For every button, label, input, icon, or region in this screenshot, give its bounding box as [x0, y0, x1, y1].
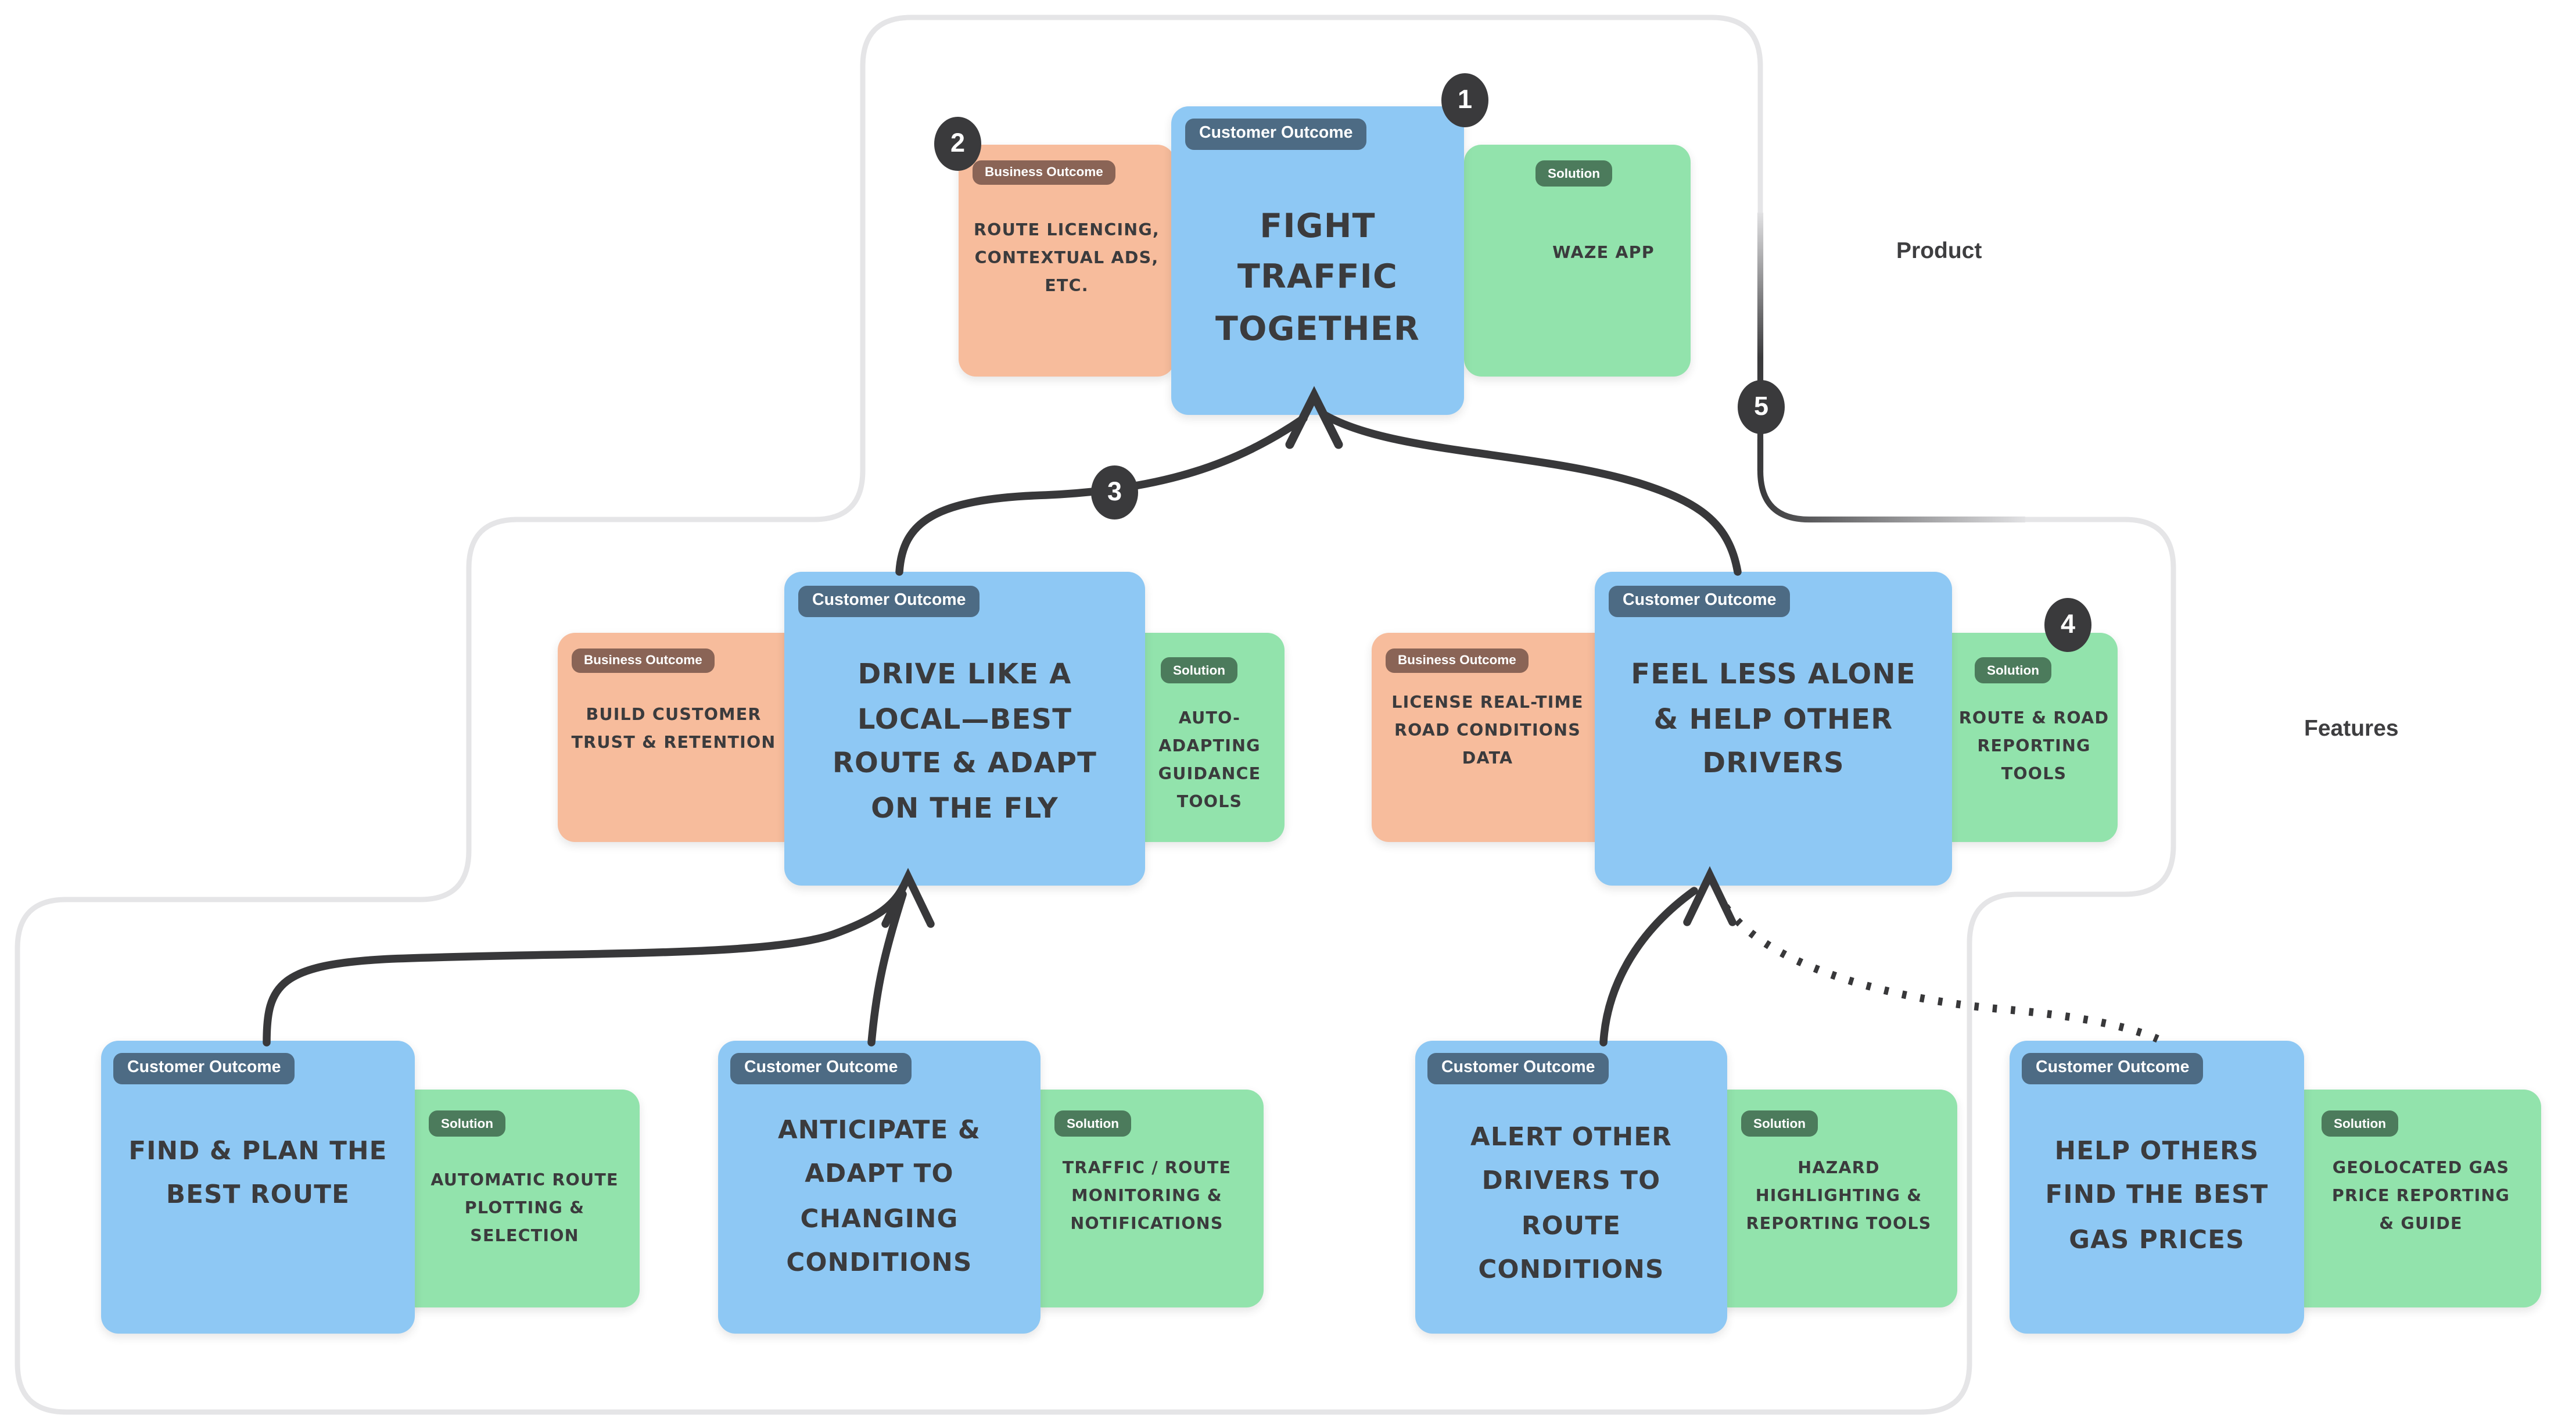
customer-outcome-pill: Customer Outcome	[1427, 1053, 1609, 1084]
business-outcome-card-left[interactable]: Business Outcome Build Customer Trust & …	[558, 633, 819, 842]
step-badge-3[interactable]: 3	[1091, 465, 1138, 519]
solution-pill: Solution	[1741, 1110, 1818, 1136]
solution-text: Route & Road Reporting Tools	[1958, 710, 2109, 785]
solution-text: Auto-Adapting Guidance Tools	[1158, 710, 1261, 814]
step-badge-2[interactable]: 2	[934, 117, 981, 171]
business-outcome-pill: Business Outcome	[572, 648, 715, 672]
solution-text: Traffic / Route Monitoring & Notificatio…	[1062, 1159, 1232, 1235]
solution-pill: Solution	[429, 1110, 505, 1136]
customer-outcome-pill: Customer Outcome	[1609, 586, 1791, 617]
step-badge-5[interactable]: 5	[1738, 380, 1785, 434]
customer-outcome-card-sub3[interactable]: Customer Outcome Alert Other Drivers to …	[1415, 1041, 1727, 1334]
solution-pill: Solution	[2322, 1110, 2398, 1136]
customer-outcome-pill: Customer Outcome	[1185, 119, 1367, 149]
customer-outcome-pill: Customer Outcome	[730, 1053, 912, 1084]
customer-outcome-text: Help Others Find the Best Gas Prices	[2045, 1138, 2269, 1255]
business-outcome-text: License Real-Time Road Conditions Data	[1391, 694, 1584, 769]
solution-pill: Solution	[1535, 160, 1612, 186]
solution-pill: Solution	[1161, 657, 1237, 683]
business-outcome-text: Build Customer Trust & Retention	[571, 706, 776, 754]
customer-outcome-card-sub4[interactable]: Customer Outcome Help Others Find the Be…	[2010, 1041, 2304, 1334]
step-badge-1[interactable]: 1	[1441, 73, 1488, 127]
solution-pill: Solution	[1975, 657, 2051, 683]
customer-outcome-text: Anticipate & Adapt to Changing Condition…	[777, 1117, 981, 1278]
customer-outcome-card-root[interactable]: Customer Outcome Fight Traffic Together	[1171, 106, 1464, 415]
customer-outcome-text: Fight Traffic Together	[1215, 207, 1420, 349]
customer-outcome-card-sub1[interactable]: Customer Outcome Find & Plan the Best Ro…	[101, 1041, 415, 1334]
business-outcome-text: Route Licencing, Contextual Ads, Etc.	[974, 221, 1160, 297]
business-outcome-card-root[interactable]: Business Outcome Route Licencing, Contex…	[959, 145, 1175, 377]
solution-text: Waze App	[1552, 244, 1655, 263]
solution-pill: Solution	[1054, 1110, 1131, 1136]
product-level-label: Product	[1896, 237, 1982, 263]
customer-outcome-pill: Customer Outcome	[798, 586, 980, 617]
customer-outcome-card-sub2[interactable]: Customer Outcome Anticipate & Adapt to C…	[718, 1041, 1041, 1334]
customer-outcome-text: Find & Plan the Best Route	[128, 1138, 388, 1211]
solution-text: Hazard Highlighting & Reporting Tools	[1746, 1159, 1932, 1235]
solution-card-root[interactable]: Solution Waze App	[1464, 145, 1691, 377]
customer-outcome-card-right[interactable]: Customer Outcome Feel Less Alone & Help …	[1595, 572, 1952, 886]
solution-text: Geolocated Gas Price Reporting & Guide	[2331, 1159, 2510, 1235]
business-outcome-pill: Business Outcome	[1386, 648, 1529, 672]
business-outcome-card-right[interactable]: Business Outcome License Real-Time Road …	[1372, 633, 1633, 842]
solution-card-sub1[interactable]: Solution Automatic Route Plotting & Sele…	[399, 1090, 640, 1307]
features-level-label: Features	[2304, 715, 2399, 741]
business-outcome-pill: Business Outcome	[973, 160, 1115, 184]
solution-text: Automatic Route Plotting & Selection	[430, 1171, 619, 1247]
customer-outcome-text: Feel Less Alone & Help Other Drivers	[1631, 657, 1916, 780]
customer-outcome-text: Alert Other Drivers to Route Conditions	[1470, 1124, 1672, 1285]
customer-outcome-text: Drive Like a Local—Best Route & Adapt on…	[832, 657, 1097, 825]
solution-card-sub4[interactable]: Solution Geolocated Gas Price Reporting …	[2288, 1090, 2541, 1307]
step-badge-4[interactable]: 4	[2044, 598, 2091, 652]
customer-outcome-card-left[interactable]: Customer Outcome Drive Like a Local—Best…	[784, 572, 1145, 886]
solution-card-sub2[interactable]: Solution Traffic / Route Monitoring & No…	[1025, 1090, 1264, 1307]
customer-outcome-pill: Customer Outcome	[2022, 1053, 2204, 1084]
customer-outcome-pill: Customer Outcome	[113, 1053, 295, 1084]
solution-card-sub3[interactable]: Solution Hazard Highlighting & Reporting…	[1712, 1090, 1957, 1307]
